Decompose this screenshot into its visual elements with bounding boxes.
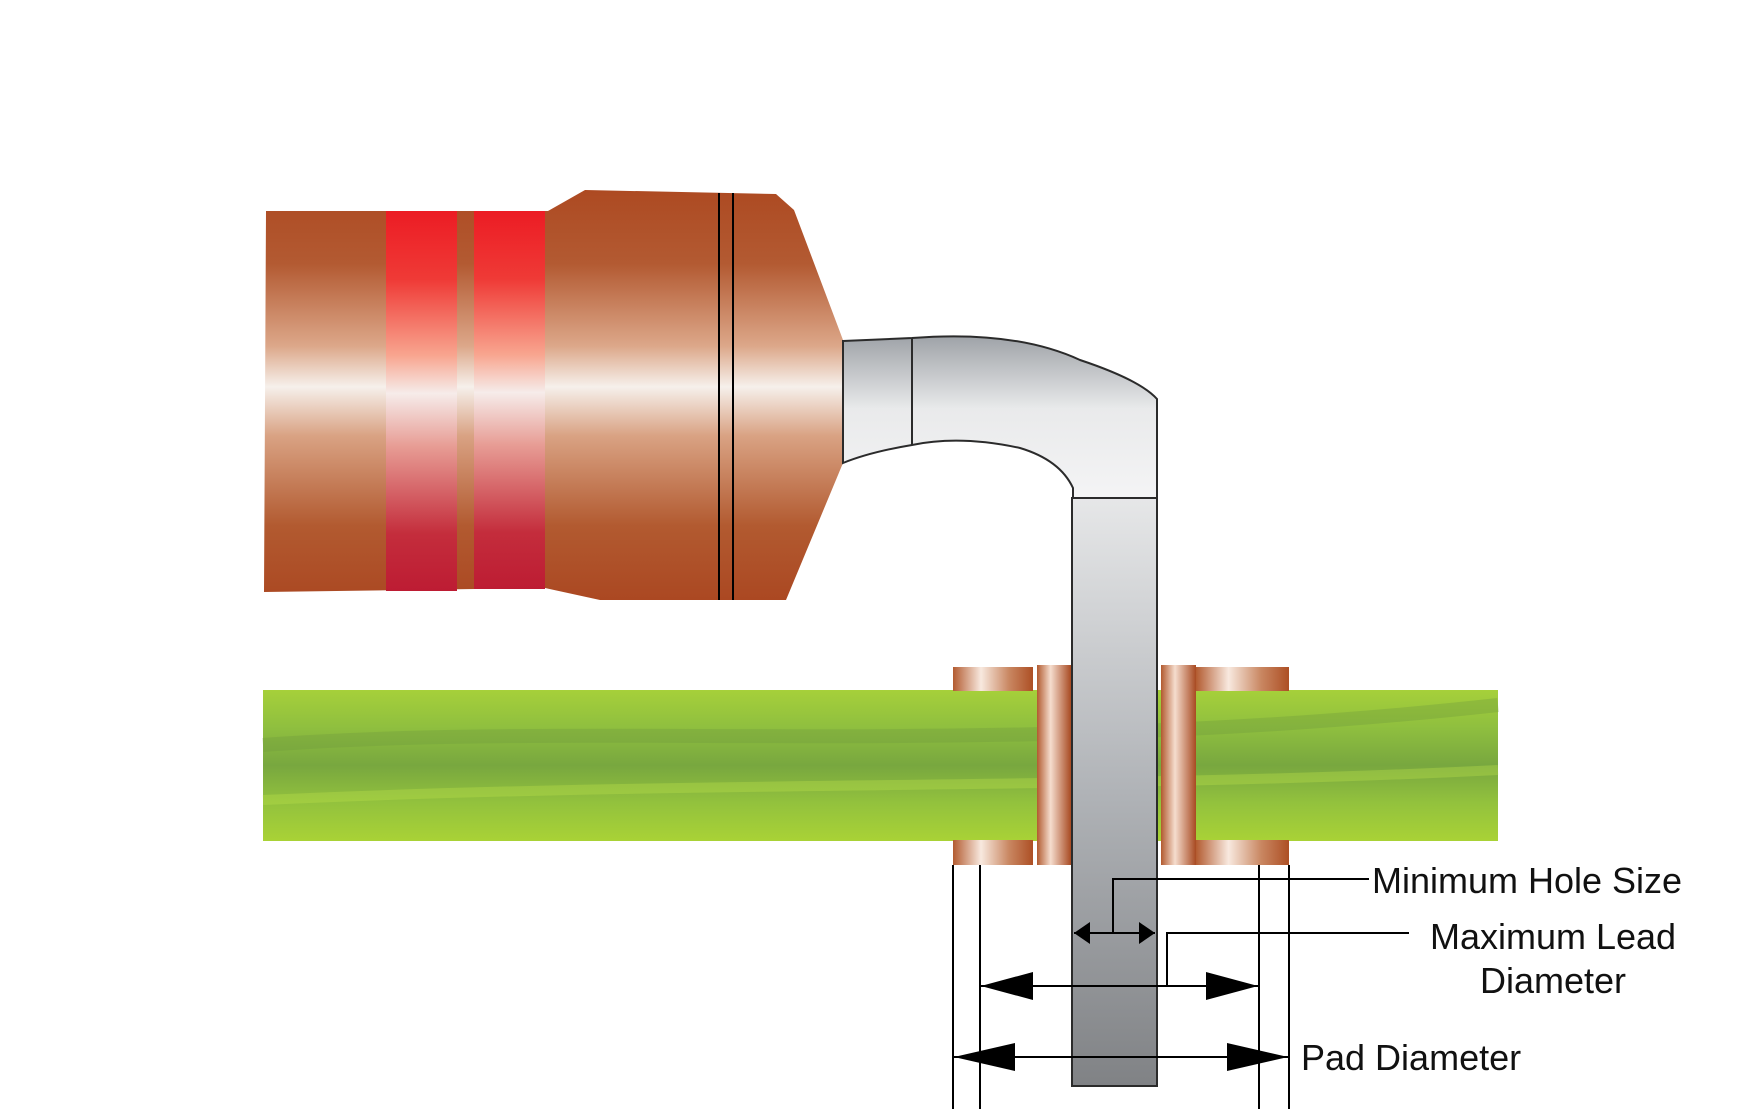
pad-diameter-dimension xyxy=(954,1043,1288,1071)
dimension-extension-lines xyxy=(952,865,1290,1109)
component-lead xyxy=(842,335,1158,1087)
maximum-lead-diameter-label-line1: Maximum Lead xyxy=(1430,916,1676,957)
pad-diameter-label: Pad Diameter xyxy=(1301,1037,1521,1078)
component-body xyxy=(264,190,843,600)
copper-pad-right xyxy=(1161,665,1289,865)
maximum-lead-diameter-label-line2: Diameter xyxy=(1480,960,1626,1001)
minimum-hole-size-dimension xyxy=(1074,878,1369,944)
minimum-hole-size-label: Minimum Hole Size xyxy=(1372,860,1682,901)
color-band-2 xyxy=(474,211,545,589)
color-band-1 xyxy=(386,211,457,591)
pcb-board xyxy=(262,690,1499,841)
copper-pad-left xyxy=(953,665,1071,865)
maximum-lead-diameter-dimension xyxy=(981,932,1409,1000)
